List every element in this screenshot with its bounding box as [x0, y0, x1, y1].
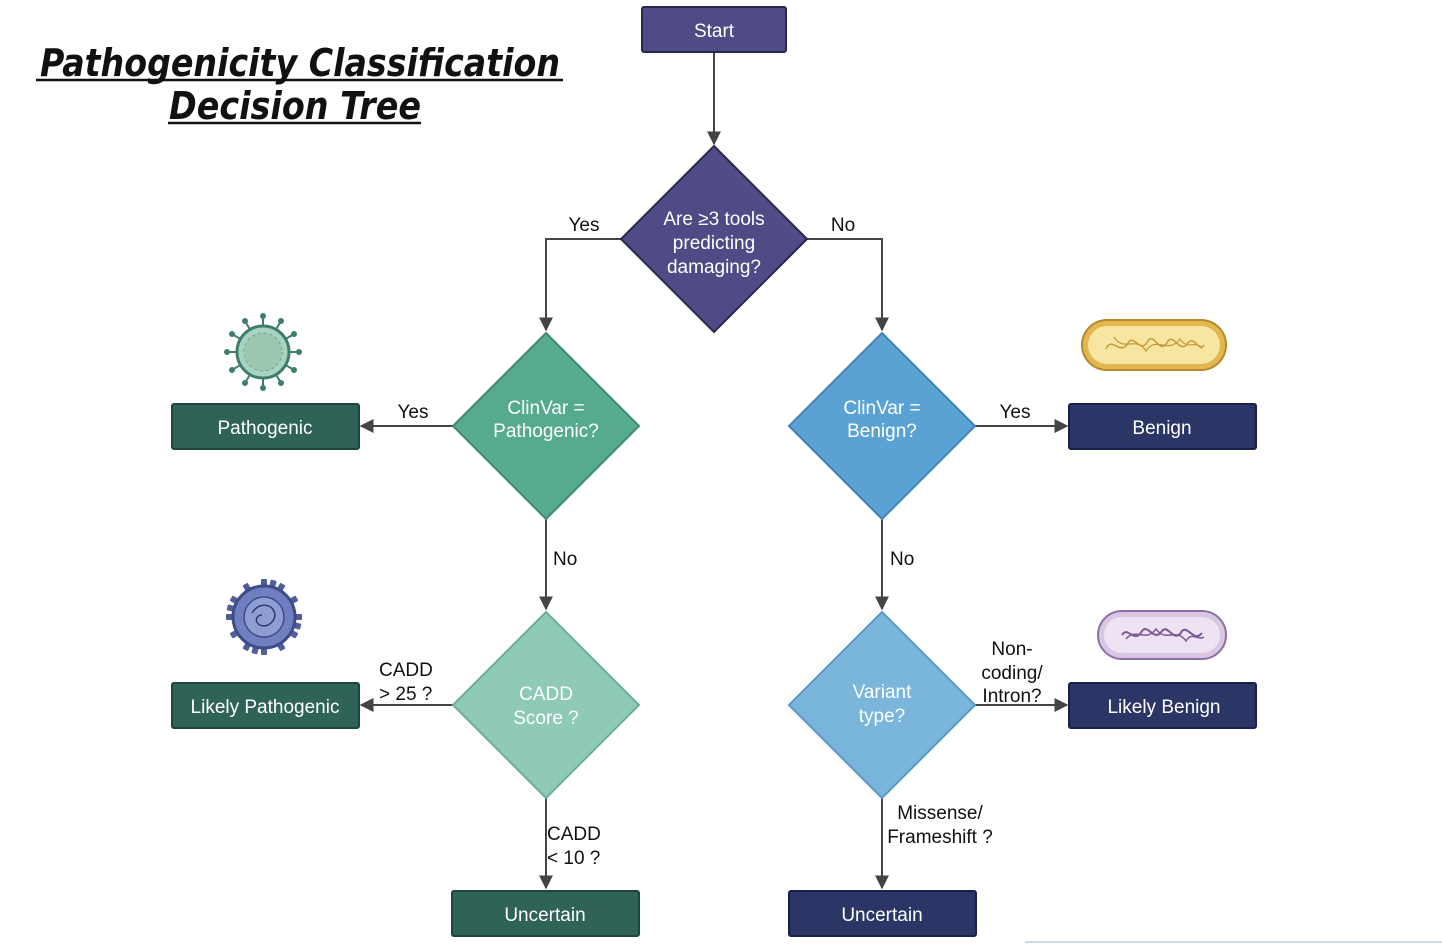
virus-icon — [224, 313, 302, 391]
outcome-uncertain-left-label: Uncertain — [504, 905, 585, 926]
title-line-2: Decision Tree — [169, 84, 421, 128]
label-clinvar-benign-no: No — [890, 549, 914, 570]
start-node: Start — [641, 6, 787, 53]
bacterium-icon — [1081, 319, 1227, 371]
label-cadd-low-1: CADD — [547, 824, 601, 845]
page-title: Pathogenicity Classification Decision Tr… — [36, 41, 563, 128]
decision-cadd: CADD Score ? — [451, 610, 641, 800]
outcome-uncertain-right-label: Uncertain — [841, 905, 922, 926]
label-clinvar-path-no: No — [553, 549, 577, 570]
label-tools-yes: Yes — [569, 215, 600, 236]
edges — [359, 52, 1069, 890]
start-label: Start — [694, 21, 735, 42]
decision-variant-line-1: Variant — [853, 682, 913, 703]
decision-tools: Are ≥3 tools predicting damaging? — [619, 144, 809, 334]
decision-variant-line-2: type? — [859, 706, 905, 727]
decision-variant-type: Variant type? — [787, 610, 977, 800]
decision-clinvar-benign-line-1: ClinVar = — [843, 398, 920, 419]
outcome-uncertain-right: Uncertain — [788, 890, 977, 937]
label-variant-noncoding-3: Intron? — [982, 686, 1041, 707]
decision-clinvar-pathogenic-line-2: Pathogenic? — [493, 421, 599, 442]
label-variant-missense-1: Missense/ — [897, 803, 983, 824]
outcome-pathogenic: Pathogenic — [171, 403, 360, 450]
outcome-uncertain-left: Uncertain — [451, 890, 640, 937]
edge-tools-yes — [539, 238, 622, 332]
decision-clinvar-pathogenic: ClinVar = Pathogenic? — [451, 331, 641, 521]
outcome-pathogenic-label: Pathogenic — [217, 418, 312, 439]
label-cadd-high-1: CADD — [379, 660, 433, 681]
label-tools-no: No — [831, 215, 855, 236]
bacterium-purple-icon — [1097, 610, 1227, 660]
label-cadd-high-2: > 25 ? — [379, 684, 432, 705]
outcome-likely-benign: Likely Benign — [1068, 682, 1257, 729]
start-box — [641, 6, 787, 53]
virus-spiked-icon — [226, 579, 302, 655]
decision-tools-line-1: Are ≥3 tools — [663, 209, 764, 230]
decision-tools-line-3: damaging? — [667, 257, 761, 278]
decision-clinvar-pathogenic-line-1: ClinVar = — [507, 398, 584, 419]
label-variant-missense-2: Frameshift ? — [887, 827, 993, 848]
outcome-likely-benign-label: Likely Benign — [1107, 697, 1220, 718]
outcome-benign-label: Benign — [1132, 418, 1191, 439]
label-clinvar-path-yes: Yes — [398, 402, 429, 423]
decision-clinvar-benign: ClinVar = Benign? — [787, 331, 977, 521]
title-line-1: Pathogenicity Classification — [40, 41, 560, 85]
outcome-likely-pathogenic-label: Likely Pathogenic — [191, 697, 340, 718]
label-clinvar-benign-yes: Yes — [1000, 402, 1031, 423]
decision-cadd-line-1: CADD — [519, 684, 573, 705]
label-cadd-low-2: < 10 ? — [547, 848, 600, 869]
decision-tools-line-2: predicting — [673, 233, 755, 254]
decision-cadd-line-2: Score ? — [513, 708, 578, 729]
label-variant-noncoding-1: Non- — [991, 639, 1032, 660]
label-variant-noncoding-2: coding/ — [981, 663, 1043, 684]
outcome-benign: Benign — [1068, 403, 1257, 450]
outcome-likely-pathogenic: Likely Pathogenic — [171, 682, 360, 729]
edge-labels: Yes No Yes No Yes No CADD > 25 ? CADD < … — [379, 215, 1043, 869]
decision-clinvar-benign-line-2: Benign? — [847, 421, 917, 442]
edge-tools-no — [806, 238, 889, 332]
